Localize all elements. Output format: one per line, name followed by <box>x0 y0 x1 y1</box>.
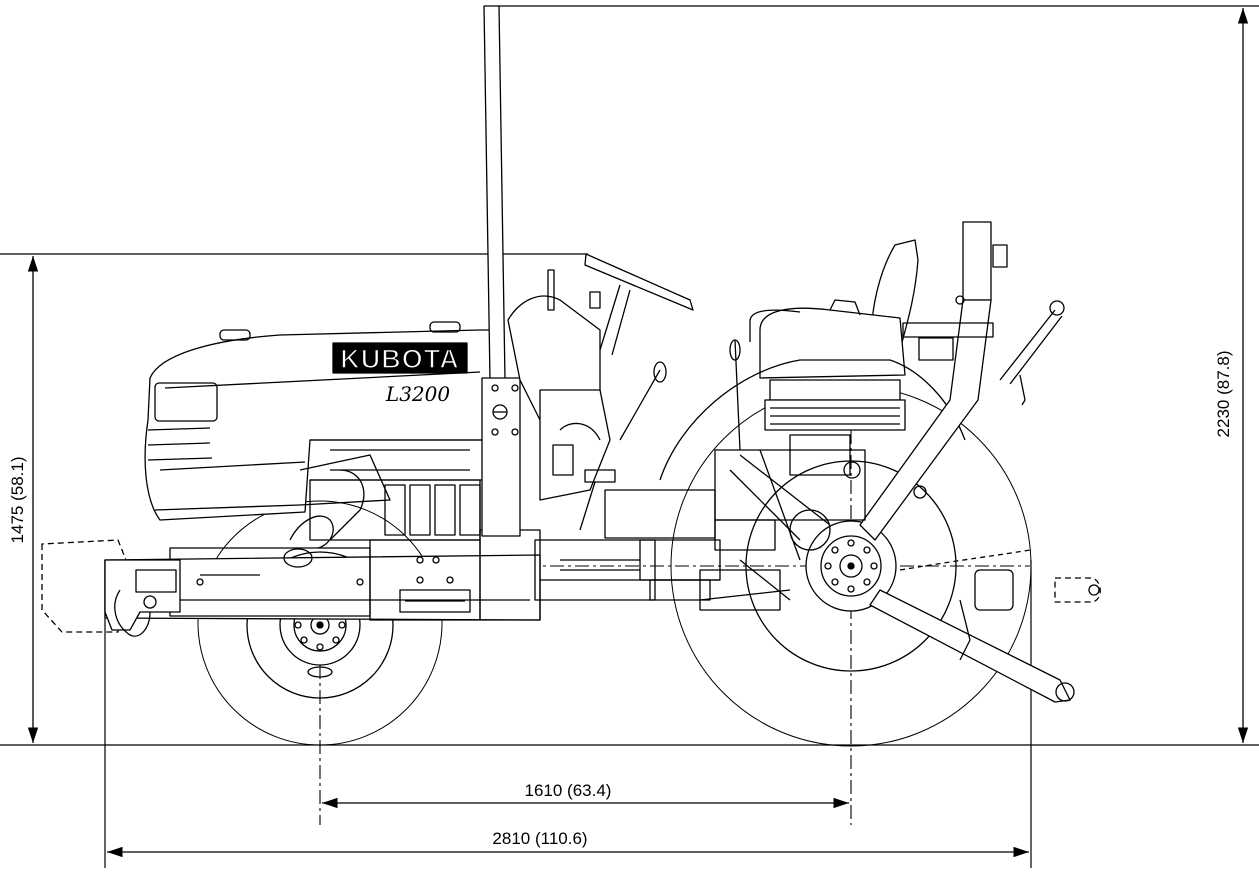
rops-bar <box>481 5 521 537</box>
implement-pin <box>1088 584 1100 596</box>
dimension-lines <box>27 7 1249 858</box>
front-hitch <box>104 559 181 637</box>
tractor-drawing <box>41 5 1101 747</box>
overall-height-label: 2230 (87.8) <box>1214 351 1233 438</box>
rear-rops <box>859 221 1008 541</box>
seat <box>749 239 919 431</box>
hood-badge <box>332 342 468 374</box>
front-weight-outline <box>41 539 127 633</box>
steering-assembly <box>507 253 694 531</box>
hood-brand-text: KUBOTA <box>340 344 459 374</box>
implement-outline <box>1054 577 1101 603</box>
hood-model-text: L3200 <box>385 382 450 406</box>
rear-fender <box>659 359 966 481</box>
transmission <box>649 339 866 601</box>
lower-link <box>869 569 1075 703</box>
hood <box>144 321 496 521</box>
steering-height-label: 1475 (58.1) <box>8 457 27 544</box>
wheelbase-label: 1610 (63.4) <box>525 781 612 800</box>
rear-tire-hint <box>899 549 1031 571</box>
overall-length-label: 2810 (110.6) <box>492 829 587 848</box>
top-link <box>999 300 1065 406</box>
